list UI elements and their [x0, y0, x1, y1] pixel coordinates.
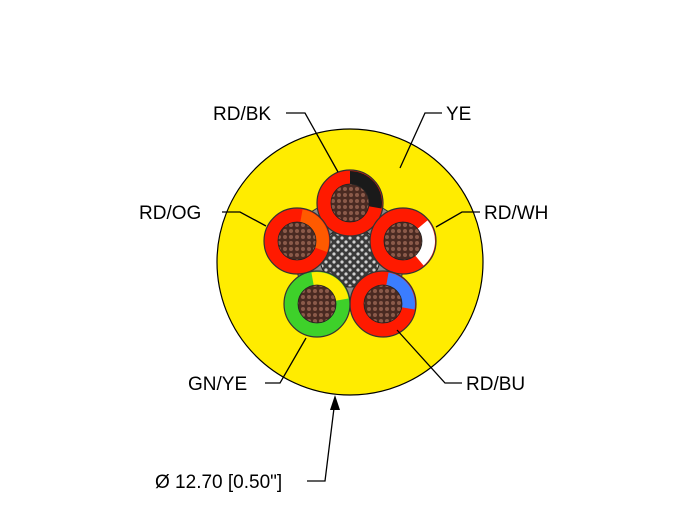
label-gn-ye: GN/YE [188, 374, 247, 395]
dimension-arrowhead [330, 395, 340, 410]
conductor-strands [297, 284, 337, 324]
conductor-strands [363, 284, 403, 324]
label-rd-og: RD/OG [139, 203, 201, 224]
label-rd-bk: RD/BK [213, 104, 271, 125]
conductor-rd-og [263, 207, 331, 275]
conductor-rd-bu [349, 270, 417, 338]
label-rd-wh: RD/WH [484, 203, 548, 224]
leader-dimension [307, 399, 336, 482]
conductor-rd-wh [369, 207, 437, 275]
conductor-strands [383, 221, 423, 261]
leader-rd-bk [286, 112, 339, 173]
conductor-gn-ye [283, 270, 351, 338]
conductor-strands [330, 183, 370, 223]
leader-gn-ye [265, 337, 307, 384]
conductors-layer [263, 169, 437, 338]
leader-ye [399, 112, 442, 169]
leader-rd-wh [435, 211, 480, 228]
conductor-strands [277, 221, 317, 261]
leader-rd-og [222, 211, 267, 227]
leader-rd-bu [396, 329, 462, 384]
leader-lines [222, 112, 480, 482]
dimension-label: Ø 12.70 [0.50"] [155, 472, 282, 493]
label-ye: YE [446, 104, 471, 125]
label-rd-bu: RD/BU [466, 374, 525, 395]
conductor-rd-bk [316, 169, 384, 237]
